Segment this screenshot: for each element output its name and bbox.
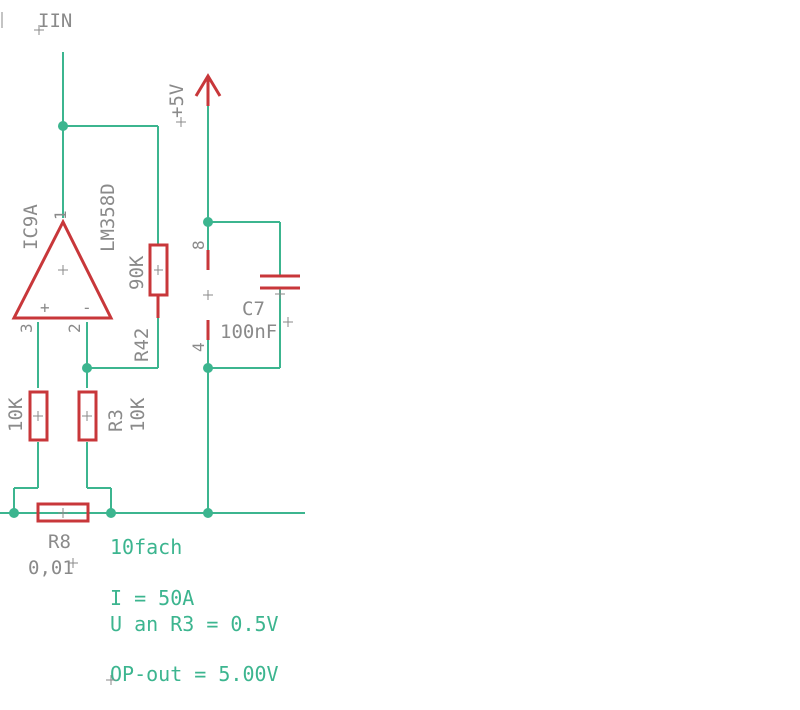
c7-value: 100nF	[220, 321, 277, 343]
junction-dot	[203, 217, 213, 227]
resistor-body	[77, 390, 98, 442]
note-gain: 10fach	[110, 535, 182, 559]
resistor-body	[28, 390, 49, 442]
r3-name: R3	[105, 409, 127, 432]
opamp-pin-noninv: 3	[17, 323, 36, 333]
r8-value: 0,01	[28, 557, 74, 579]
power-pin-v: 8	[189, 240, 208, 250]
r42-name: R42	[131, 328, 153, 362]
junction-dot	[203, 508, 213, 518]
c7-name: C7	[242, 298, 265, 320]
junction-dot	[82, 363, 92, 373]
r8-name: R8	[48, 531, 71, 553]
vcc-label: +5V	[166, 84, 188, 118]
note-current: I = 50A	[110, 586, 194, 610]
capacitor-c7[interactable]	[260, 274, 300, 299]
opamp-name: IC9A	[20, 204, 42, 250]
junctions	[9, 121, 213, 518]
vcc-symbol[interactable]	[194, 73, 222, 106]
opamp-pin-inv: 2	[65, 323, 84, 333]
opamp-minus-sign: -	[82, 298, 92, 317]
resistor-r42[interactable]	[148, 243, 169, 318]
r3-value: 10K	[127, 397, 149, 432]
power-pin-g: 4	[189, 342, 208, 352]
resistor-r3[interactable]	[77, 390, 98, 442]
opamp-plus-sign: +	[40, 298, 50, 317]
opamp-value: LM358D	[97, 183, 119, 252]
r-left-value: 10K	[5, 397, 27, 432]
opamp-triangle	[11, 218, 114, 320]
junction-dot	[9, 508, 19, 518]
junction-dot	[203, 363, 213, 373]
opamp-pin-out: 1	[51, 210, 70, 220]
junction-dot	[58, 121, 68, 131]
r42-value: 90K	[126, 255, 148, 290]
wires	[0, 52, 305, 514]
resistor-r8-shunt[interactable]	[36, 502, 90, 523]
opamp-symbol[interactable]: + -	[11, 218, 114, 320]
resistor-body	[36, 502, 90, 523]
note-voltage: U an R3 = 0.5V	[110, 612, 279, 636]
note-output: OP-out = 5.00V	[110, 662, 279, 686]
resistor-left-10k[interactable]	[28, 390, 49, 442]
opamp-power-part[interactable]	[203, 250, 213, 340]
junction-dot	[106, 508, 116, 518]
iin-net-label: IIN	[38, 10, 72, 32]
